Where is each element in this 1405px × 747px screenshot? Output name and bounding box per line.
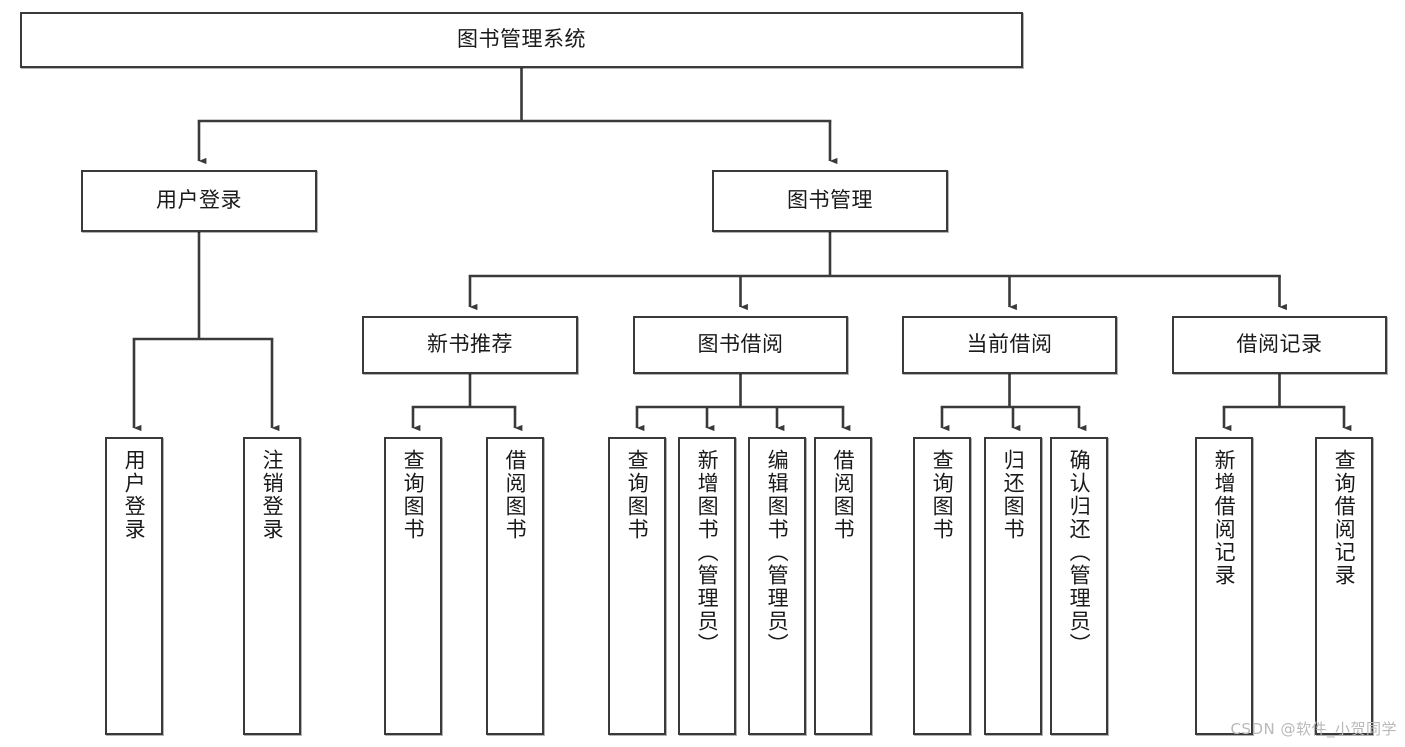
node-leaf-borrow-book-2[interactable]: 借阅图书 bbox=[814, 437, 872, 735]
node-borrow-record[interactable]: 借阅记录 bbox=[1172, 316, 1387, 374]
node-leaf-return-book[interactable]: 归还图书 bbox=[984, 437, 1042, 735]
node-label: 新增图书（管理员） bbox=[695, 449, 720, 656]
node-leaf-user-login[interactable]: 用户登录 bbox=[105, 437, 163, 735]
node-label: 当前借阅 bbox=[966, 332, 1053, 357]
node-book-manage[interactable]: 图书管理 bbox=[712, 170, 948, 232]
node-label: 借阅记录 bbox=[1236, 332, 1323, 357]
node-label: 查询图书 bbox=[401, 449, 426, 541]
node-label: 用户登录 bbox=[156, 188, 242, 213]
node-leaf-query-record[interactable]: 查询借阅记录 bbox=[1315, 437, 1373, 735]
node-label: 新增借阅记录 bbox=[1212, 449, 1237, 587]
node-leaf-add-record[interactable]: 新增借阅记录 bbox=[1195, 437, 1253, 735]
node-label: 借阅图书 bbox=[831, 449, 856, 541]
node-root[interactable]: 图书管理系统 bbox=[20, 12, 1023, 68]
node-new-book-rec[interactable]: 新书推荐 bbox=[362, 316, 578, 374]
node-leaf-user-logout[interactable]: 注销登录 bbox=[243, 437, 301, 735]
node-label: 注销登录 bbox=[260, 449, 285, 541]
node-label: 查询借阅记录 bbox=[1332, 449, 1357, 587]
node-leaf-edit-book[interactable]: 编辑图书（管理员） bbox=[748, 437, 806, 735]
node-label: 编辑图书（管理员） bbox=[765, 449, 790, 656]
node-leaf-borrow-book-1[interactable]: 借阅图书 bbox=[486, 437, 544, 735]
watermark-text: CSDN @软件_小贺同学 bbox=[1230, 720, 1397, 738]
node-label: 新书推荐 bbox=[427, 332, 513, 357]
node-leaf-add-book[interactable]: 新增图书（管理员） bbox=[678, 437, 736, 735]
node-leaf-query-book-2[interactable]: 查询图书 bbox=[608, 437, 666, 735]
node-label: 图书管理系统 bbox=[457, 27, 586, 52]
node-label: 图书借阅 bbox=[697, 332, 784, 357]
node-leaf-query-book-1[interactable]: 查询图书 bbox=[384, 437, 442, 735]
node-label: 图书管理 bbox=[787, 188, 873, 213]
node-label: 用户登录 bbox=[122, 449, 147, 541]
node-leaf-query-book-3[interactable]: 查询图书 bbox=[913, 437, 971, 735]
node-label: 确认归还（管理员） bbox=[1067, 449, 1092, 656]
node-user-login[interactable]: 用户登录 bbox=[81, 170, 317, 232]
node-leaf-confirm-return[interactable]: 确认归还（管理员） bbox=[1050, 437, 1108, 735]
node-current-borrow[interactable]: 当前借阅 bbox=[902, 316, 1117, 374]
node-label: 归还图书 bbox=[1001, 449, 1026, 541]
node-label: 查询图书 bbox=[930, 449, 955, 541]
node-book-borrow[interactable]: 图书借阅 bbox=[633, 316, 848, 374]
node-label: 查询图书 bbox=[625, 449, 650, 541]
node-label: 借阅图书 bbox=[503, 449, 528, 541]
